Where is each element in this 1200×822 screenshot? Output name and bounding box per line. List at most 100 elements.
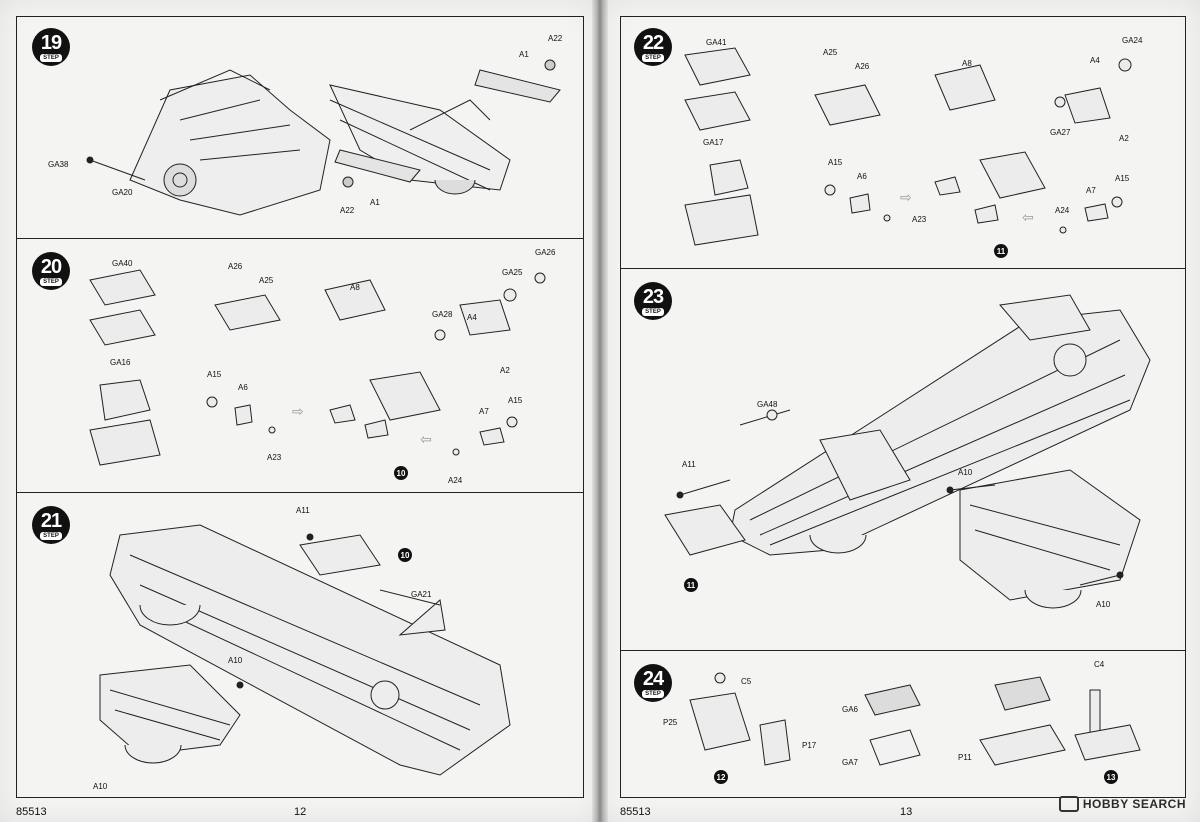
step-badge-24: 24 STEP: [634, 664, 672, 702]
part-label: GA21: [411, 590, 432, 599]
part-label: GA25: [502, 268, 523, 277]
part-label: A15: [508, 396, 523, 405]
part-label: GA24: [1122, 36, 1143, 45]
direction-arrow-icon: ⇦: [1022, 209, 1034, 225]
step-21-drawing: [80, 515, 550, 790]
part-label: A11: [682, 460, 696, 469]
part-label: A26: [855, 62, 870, 71]
part-label: GA40: [112, 259, 133, 268]
part-label: A25: [259, 276, 274, 285]
subassembly-ref-badge: 13: [1104, 770, 1118, 784]
part-label: GA20: [112, 188, 133, 197]
subassembly-ref-badge: 10: [398, 548, 412, 562]
part-label: A24: [1055, 206, 1070, 215]
step-label: STEP: [40, 277, 62, 286]
part-label: A7: [1086, 186, 1096, 195]
watermark: HOBBY SEARCH: [1058, 796, 1186, 812]
step-label: STEP: [40, 53, 62, 62]
part-label: GA26: [535, 248, 556, 257]
step-label: STEP: [642, 307, 664, 316]
part-label: A15: [828, 158, 843, 167]
watermark-text: HOBBY SEARCH: [1082, 797, 1186, 811]
part-label: A6: [238, 383, 248, 392]
part-label: GA6: [842, 705, 859, 714]
subassembly-ref-badge: 11: [994, 244, 1008, 258]
step-24-drawing: [670, 665, 1170, 790]
part-label: A25: [823, 48, 838, 57]
step-number: 21: [40, 509, 62, 532]
part-label: A10: [93, 782, 108, 791]
step-23-drawing: [650, 290, 1170, 640]
step-number: 19: [40, 31, 62, 54]
part-label: GA38: [48, 160, 69, 169]
part-label: GA27: [1050, 128, 1071, 137]
part-label: C5: [741, 677, 752, 686]
part-label: A15: [1115, 174, 1130, 183]
part-label: P25: [663, 718, 678, 727]
kit-code: 85513: [16, 806, 47, 818]
part-label: P17: [802, 741, 817, 750]
part-label: A1: [370, 198, 380, 207]
part-label: A4: [467, 313, 477, 322]
step-label: STEP: [642, 689, 664, 698]
part-label: A1: [519, 50, 529, 59]
part-label: A22: [548, 34, 563, 43]
part-label: A22: [340, 206, 355, 215]
part-label: GA41: [706, 38, 727, 47]
step-badge-20: 20 STEP: [32, 252, 70, 290]
part-label: A4: [1090, 56, 1100, 65]
right-page-frame: [620, 16, 1186, 798]
page-number: 13: [900, 806, 913, 818]
step-22-drawing: [680, 40, 1160, 260]
page-number: 12: [294, 806, 307, 818]
part-label: P11: [958, 753, 972, 762]
step-number: 24: [642, 667, 664, 690]
subassembly-ref-badge: 10: [394, 466, 408, 480]
book-gutter: [592, 0, 608, 822]
divider-step-23-24: [620, 650, 1186, 651]
step-number: 22: [642, 31, 664, 54]
divider-step-20-21: [16, 492, 584, 493]
part-label: A24: [448, 476, 463, 485]
part-label: GA28: [432, 310, 453, 319]
divider-step-19-20: [16, 238, 584, 239]
part-label: A8: [962, 59, 972, 68]
direction-arrow-icon: ⇨: [292, 403, 304, 419]
part-label: A7: [479, 407, 489, 416]
part-label: A10: [958, 468, 973, 477]
part-label: A6: [857, 172, 867, 181]
part-label: A2: [500, 366, 510, 375]
part-label: A10: [1096, 600, 1111, 609]
part-label: GA48: [757, 400, 778, 409]
kit-code: 85513: [620, 806, 651, 818]
hobby-search-logo-icon: [1058, 796, 1079, 812]
step-19-drawing: [30, 30, 590, 235]
part-label: GA7: [842, 758, 859, 767]
step-number: 23: [642, 285, 664, 308]
part-label: GA16: [110, 358, 131, 367]
part-label: GA17: [703, 138, 724, 147]
step-badge-21: 21 STEP: [32, 506, 70, 544]
step-number: 20: [40, 255, 62, 278]
left-page-frame: [16, 16, 584, 798]
part-label: C4: [1094, 660, 1105, 669]
subassembly-ref-badge: 12: [714, 770, 728, 784]
step-badge-22: 22 STEP: [634, 28, 672, 66]
step-badge-19: 19 STEP: [32, 28, 70, 66]
part-label: A2: [1119, 134, 1129, 143]
step-label: STEP: [642, 53, 664, 62]
part-label: A10: [228, 656, 243, 665]
part-label: A23: [912, 215, 927, 224]
part-label: A23: [267, 453, 282, 462]
part-label: A11: [296, 506, 310, 515]
part-label: A8: [350, 283, 360, 292]
step-20-drawing: [80, 260, 560, 480]
divider-step-22-23: [620, 268, 1186, 269]
direction-arrow-icon: ⇦: [420, 431, 432, 447]
direction-arrow-icon: ⇨: [900, 189, 912, 205]
subassembly-ref-badge: 11: [684, 578, 698, 592]
part-label: A15: [207, 370, 222, 379]
part-label: A26: [228, 262, 243, 271]
step-badge-23: 23 STEP: [634, 282, 672, 320]
step-label: STEP: [40, 531, 62, 540]
